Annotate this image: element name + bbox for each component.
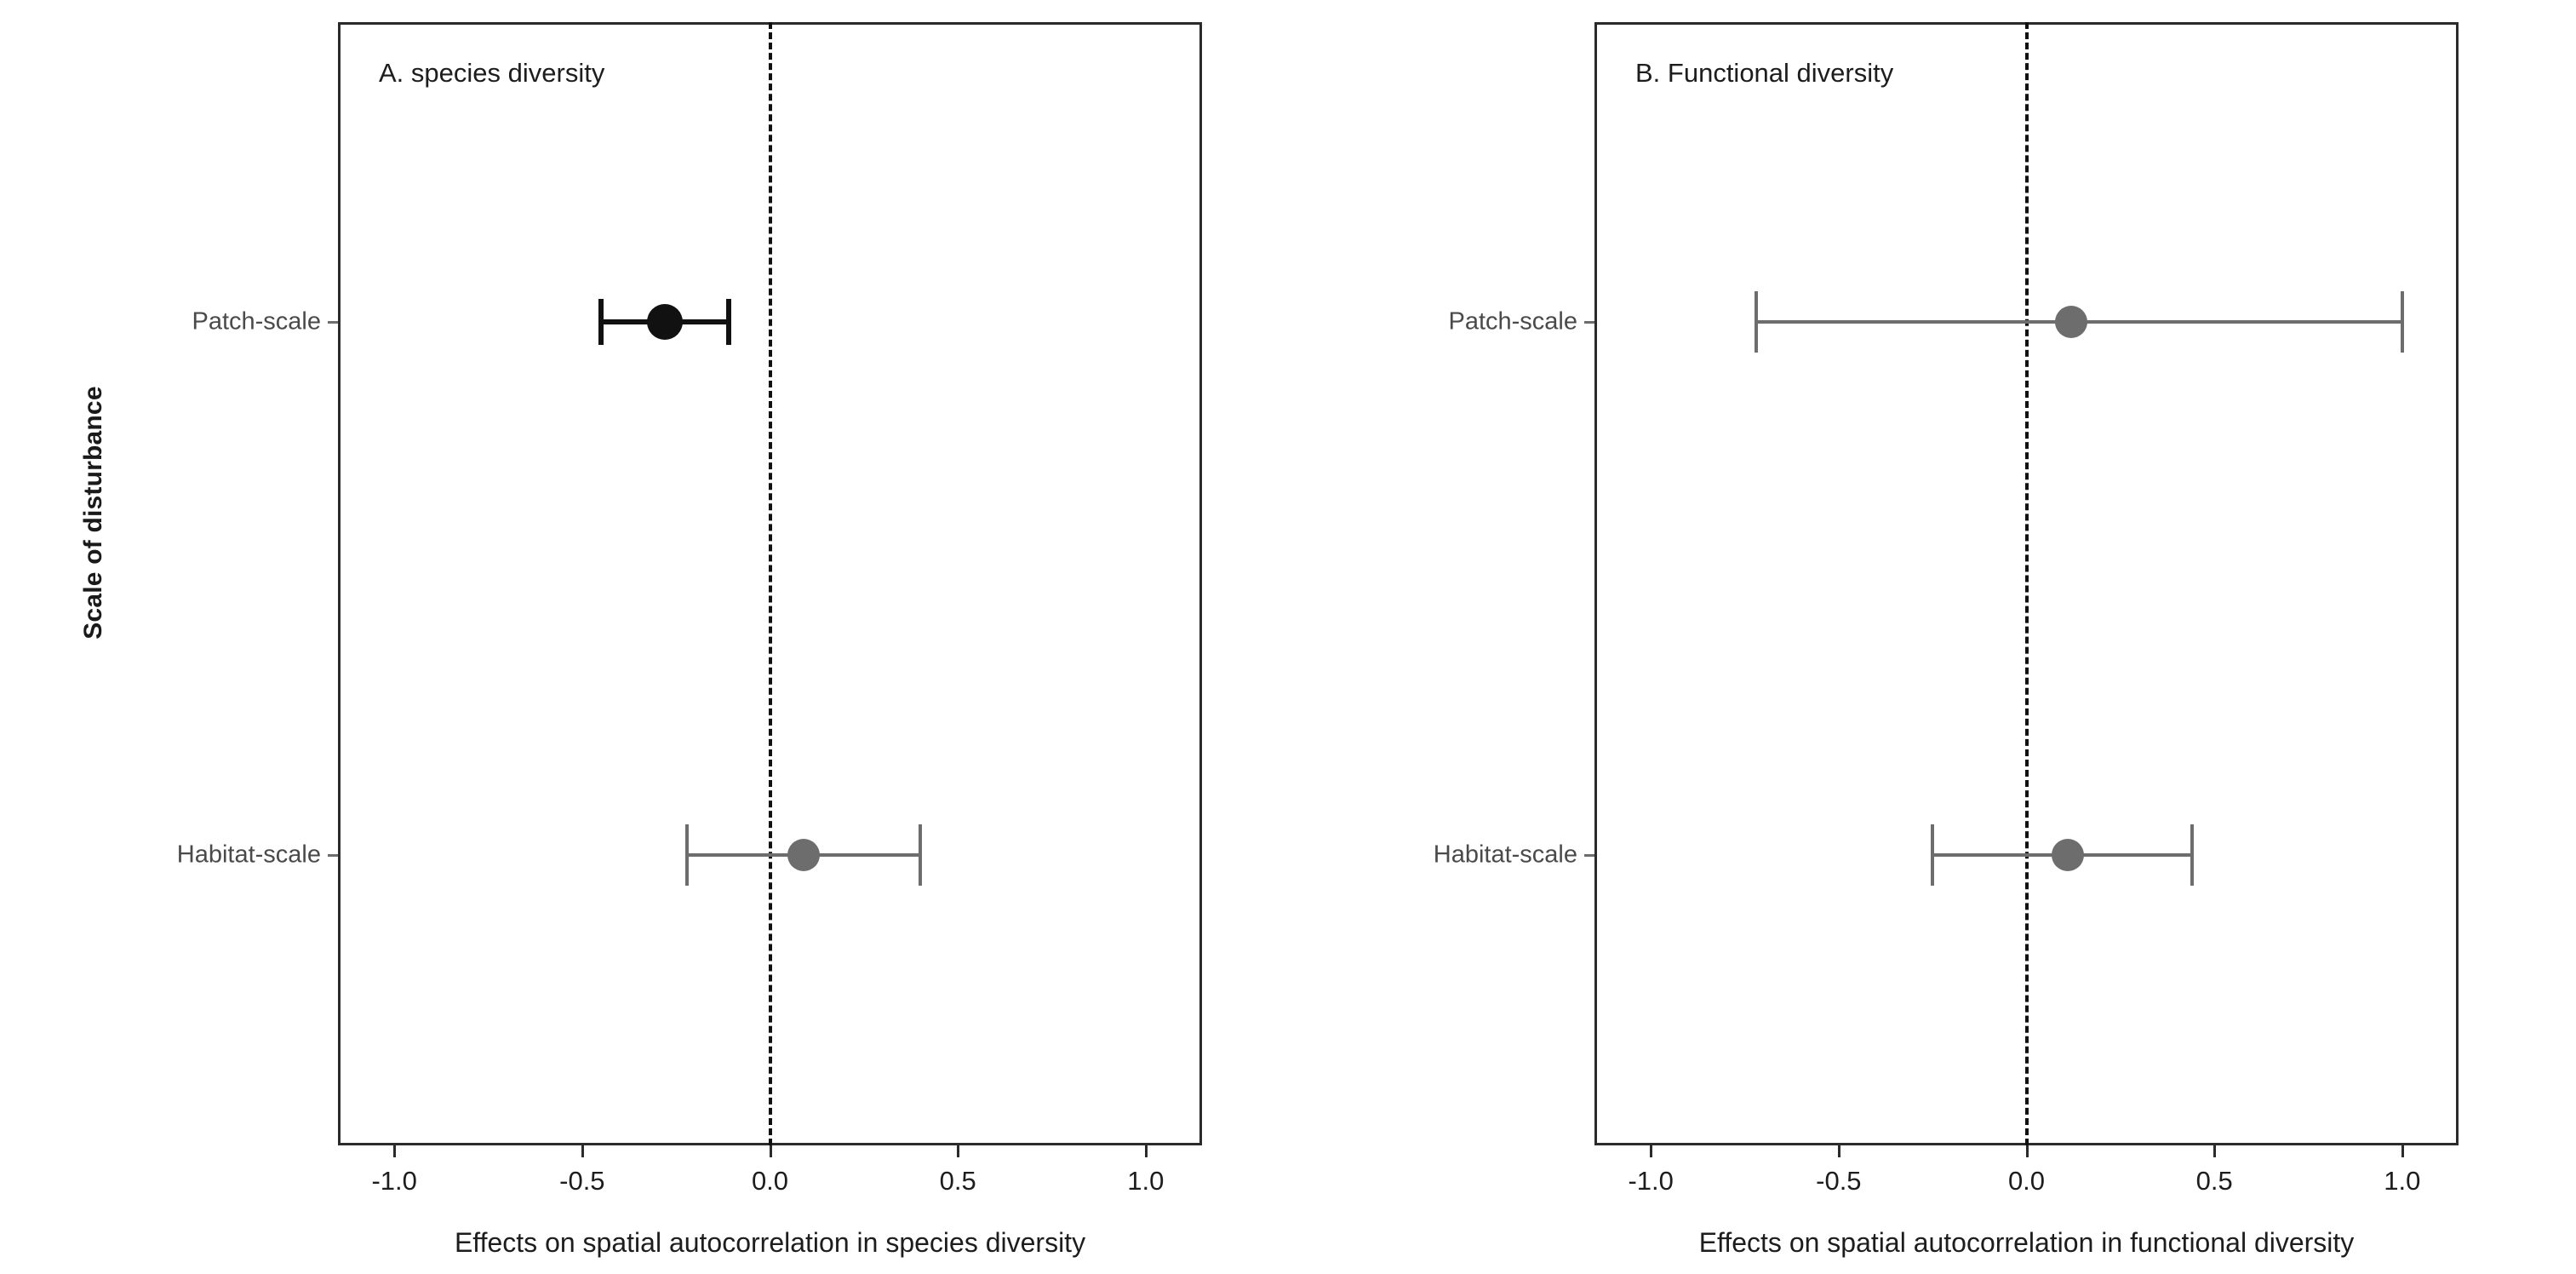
panel-a-x-tick: [1144, 1145, 1148, 1157]
panel-b-y-tick-label-habitat-scale: Habitat-scale: [1433, 841, 1577, 869]
y-tick-label-habitat-scale: Habitat-scale: [176, 841, 321, 869]
panel-a-error-bar-cap-upper: [725, 299, 731, 345]
panel-b-y-tick: [1584, 854, 1594, 857]
panel-b-data-point-patch-scale: [2055, 306, 2088, 338]
panel-a-x-tick-label: 0.0: [751, 1166, 789, 1196]
panel-b-x-tick: [1837, 1145, 1840, 1157]
panel-b-error-bar-cap-lower: [1931, 824, 1935, 886]
panel-a-x-tick-label: 1.0: [1127, 1166, 1165, 1196]
panel-a-x-tick: [393, 1145, 397, 1157]
panel-a-x-tick: [957, 1145, 960, 1157]
panel-b-y-tick-label-patch-scale: Patch-scale: [1448, 307, 1577, 336]
panel-b-x-tick-label: 0.0: [2007, 1166, 2046, 1196]
panel-b-x-tick: [2025, 1145, 2029, 1157]
panel-a-x-tick: [581, 1145, 584, 1157]
panel-b-x-tick: [2401, 1145, 2404, 1157]
panel-a-data-point-patch-scale: [646, 304, 683, 340]
y-axis-title: Scale of disturbance: [79, 386, 107, 640]
panel-b-x-axis-title: Effects on spatial autocorrelation in fu…: [1698, 1227, 2355, 1258]
panel-a-error-bar-cap-lower: [685, 824, 690, 886]
panel-a-x-axis-title: Effects on spatial autocorrelation in sp…: [454, 1227, 1086, 1258]
panel-b-y-tick: [1584, 321, 1594, 324]
panel-a-error-bar-cap-upper: [919, 824, 923, 886]
panel-b-title: B. Functional diversity: [1635, 58, 1894, 88]
panel-b-x-tick: [1650, 1145, 1653, 1157]
panel-a-x-tick: [769, 1145, 772, 1157]
panel-b-error-bar-cap-lower: [1754, 291, 1758, 353]
panel-a-y-tick: [328, 854, 338, 857]
y-tick-label-patch-scale: Patch-scale: [192, 307, 321, 336]
panel-a-zero-reference-line: [768, 22, 772, 1145]
panel-a-error-bar-cap-lower: [598, 299, 604, 345]
panel-b-data-point-habitat-scale: [2052, 839, 2085, 871]
panel-b-x-tick-label: 1.0: [2384, 1166, 2421, 1196]
panel-b-x-tick-label: -0.5: [1816, 1166, 1862, 1196]
panel-b-zero-reference-line: [2024, 22, 2029, 1145]
panel-b-error-bar-cap-upper: [2400, 291, 2404, 353]
panel-a-x-tick-label: 0.5: [939, 1166, 976, 1196]
panel-b-x-tick-label: 0.5: [2195, 1166, 2233, 1196]
panel-a-x-tick-label: -0.5: [559, 1166, 605, 1196]
panel-b-error-bar-cap-upper: [2190, 824, 2194, 886]
panel-a-title: A. species diversity: [379, 58, 605, 88]
panel-a-x-tick-label: -1.0: [371, 1166, 417, 1196]
panel-a-y-tick: [328, 321, 338, 324]
panel-b-x-tick-label: -1.0: [1628, 1166, 1674, 1196]
panel-a-data-point-habitat-scale: [787, 839, 821, 871]
panel-b-x-tick: [2213, 1145, 2217, 1157]
